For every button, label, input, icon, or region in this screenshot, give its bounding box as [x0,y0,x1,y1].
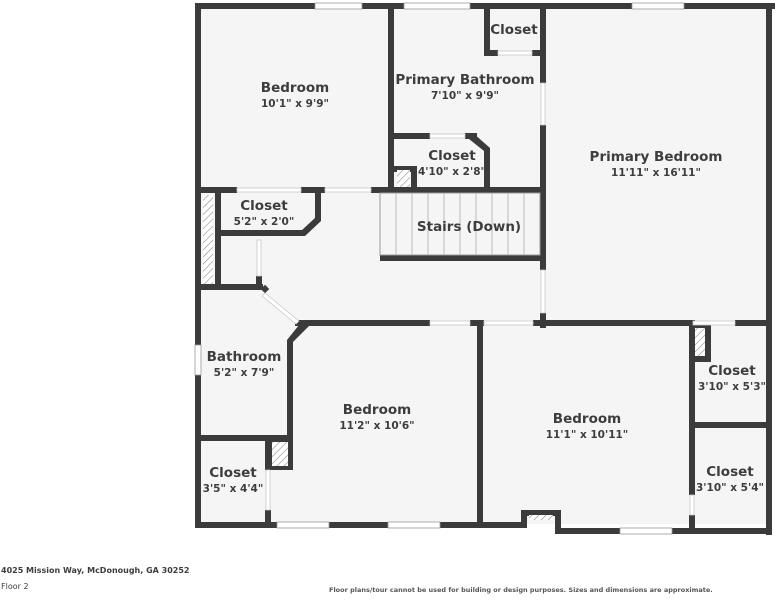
room-primary-bathroom: Primary Bathroom 7'10" x 9'9" [395,72,534,102]
room-bedroom-sw: Bedroom 11'2" x 10'6" [339,402,414,432]
room-dimensions: 5'2" x 7'9" [214,367,275,379]
room-bedroom-se: Bedroom 11'1" x 10'11" [546,411,629,441]
room-name: Bedroom [553,411,621,427]
floor-area [199,7,770,524]
room-dimensions: 10'1" x 9'9" [261,98,329,110]
room-name: Bedroom [261,80,329,96]
hatch-east [695,328,705,356]
hatch-left [203,195,213,284]
room-closet-hall: Closet 5'2" x 2'0" [234,198,295,228]
room-labels: Bedroom 10'1" x 9'9" Closet Primary Bath… [203,22,766,495]
room-name: Closet [209,465,257,481]
window-nw-top [314,2,363,10]
room-name: Closet [490,22,538,38]
room-dimensions: 3'10" x 5'4" [696,482,764,494]
room-dimensions: 4'10" x 2'8" [418,166,486,178]
room-name: Closet [428,148,476,164]
room-closet-bath: Closet 4'10" x 2'8" [418,148,486,178]
window-se-bottom [619,527,673,535]
room-name: Stairs (Down) [417,219,521,235]
room-closet-e1: Closet 3'10" x 5'3" [698,363,766,393]
stairs-treads [379,192,541,256]
room-stairs: Stairs (Down) [417,219,521,235]
room-closet-top: Closet [490,22,538,38]
room-closet-e2: Closet 3'10" x 5'4" [696,464,764,494]
room-name: Closet [708,363,756,379]
hatched-areas [203,170,705,520]
windows [194,2,685,535]
room-name: Closet [706,464,754,480]
room-dimensions: 3'10" x 5'3" [698,381,766,393]
room-dimensions: 3'5" x 4'4" [203,483,264,495]
room-dimensions: 7'10" x 9'9" [431,90,499,102]
room-bathroom: Bathroom 5'2" x 7'9" [207,349,282,379]
floor-label: Floor 2 [1,582,29,591]
door-openings [236,50,736,516]
window-primary-top [631,2,685,10]
room-closet-sw: Closet 3'5" x 4'4" [203,465,264,495]
room-dimensions: 11'1" x 10'11" [546,429,629,441]
room-name: Closet [240,198,288,214]
room-name: Bathroom [207,349,282,365]
room-name: Primary Bedroom [590,149,723,165]
property-address: 4025 Mission Way, McDonough, GA 30252 [1,566,190,575]
room-dimensions: 11'2" x 10'6" [339,420,414,432]
room-dimensions: 5'2" x 2'0" [234,216,295,228]
room-name: Bedroom [343,402,411,418]
window-bath-top [403,2,471,10]
window-sw-bottom-2 [387,521,441,529]
room-primary-bedroom: Primary Bedroom 11'11" x 16'11" [590,149,723,179]
hatch-bath-closet [397,170,410,187]
room-bedroom-nw: Bedroom 10'1" x 9'9" [261,80,329,110]
window-sw-bottom-1 [276,521,330,529]
hatch-sw [272,442,288,466]
room-name: Primary Bathroom [395,72,534,88]
hatch-south [529,515,553,520]
room-dimensions: 11'11" x 16'11" [611,167,701,179]
window-bathroom-left [194,344,202,376]
disclaimer-text: Floor plans/tour cannot be used for buil… [329,586,713,594]
